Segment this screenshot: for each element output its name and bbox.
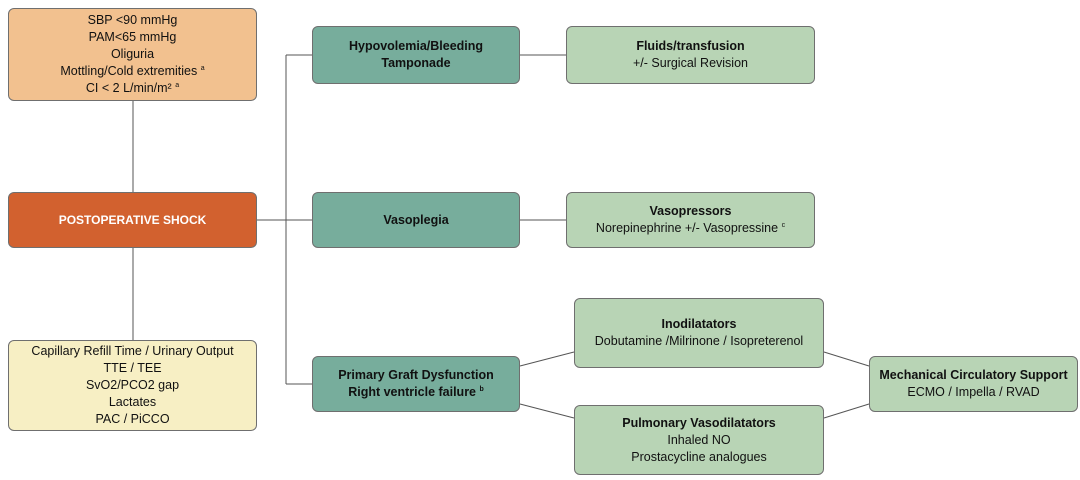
footnote-marker-c: c bbox=[781, 222, 786, 229]
pgd-title: Primary Graft Dysfunction bbox=[338, 368, 494, 382]
vasopressors-detail: Norepinephrine +/- Vasopressine bbox=[595, 221, 779, 235]
shock-title: POSTOPERATIVE SHOCK bbox=[58, 212, 207, 227]
monitoring-pac: PAC / PiCCO bbox=[95, 412, 170, 426]
pulmonary-vasodilatators-box: Pulmonary Vasodilatators Inhaled NO Pros… bbox=[574, 405, 824, 475]
vasopressors-detail-line: Norepinephrine +/- Vasopressine c bbox=[596, 220, 785, 237]
vasopressors-title: Vasopressors bbox=[649, 204, 732, 218]
pulmonary-inhaled-no: Inhaled NO bbox=[667, 432, 731, 447]
rv-failure-line: Right ventricle failure b bbox=[348, 384, 484, 401]
tamponade-title: Tamponade bbox=[381, 56, 451, 70]
connector-pgd-inodilatators bbox=[519, 351, 575, 367]
connector-inodilatators-mcs bbox=[823, 351, 870, 367]
rv-failure-text: Right ventricle failure bbox=[348, 385, 477, 399]
criteria-ci: CI < 2 L/min/m² a bbox=[86, 80, 179, 97]
monitoring-echo: TTE / TEE bbox=[103, 361, 162, 375]
hypovolemia-title: Hypovolemia/Bleeding bbox=[348, 39, 484, 53]
criteria-sbp: SBP <90 mmHg bbox=[87, 13, 178, 27]
footnote-marker-a: a bbox=[200, 65, 205, 72]
footnote-marker-b: b bbox=[479, 386, 484, 393]
mechanical-circulatory-support-box: Mechanical Circulatory Support ECMO / Im… bbox=[869, 356, 1078, 412]
fluids-transfusion-box: Fluids/transfusion +/- Surgical Revision bbox=[566, 26, 815, 84]
inodilatators-detail: Dobutamine /Milrinone / Isopreterenol bbox=[594, 334, 804, 348]
postoperative-shock-box: POSTOPERATIVE SHOCK bbox=[8, 192, 257, 248]
fluids-detail: +/- Surgical Revision bbox=[633, 56, 748, 70]
monitoring-svo2: SvO2/PCO2 gap bbox=[85, 378, 180, 392]
pulmonary-prostacycline: Prostacycline analogues bbox=[631, 449, 767, 464]
shock-criteria-box: SBP <90 mmHg PAM<65 mmHg Oliguria Mottli… bbox=[8, 8, 257, 101]
criteria-mottling-text: Mottling/Cold extremities bbox=[60, 64, 198, 78]
primary-graft-dysfunction-box: Primary Graft Dysfunction Right ventricl… bbox=[312, 356, 520, 412]
monitoring-crt: Capillary Refill Time / Urinary Output bbox=[31, 344, 234, 358]
connector-pgd-pulmonary bbox=[519, 403, 575, 419]
inodilatators-box: Inodilatators Dobutamine /Milrinone / Is… bbox=[574, 298, 824, 368]
vasoplegia-box: Vasoplegia bbox=[312, 192, 520, 248]
connector-pulmonary-mcs bbox=[823, 403, 870, 419]
vasopressors-box: Vasopressors Norepinephrine +/- Vasopres… bbox=[566, 192, 815, 248]
mcs-title: Mechanical Circulatory Support bbox=[879, 368, 1068, 382]
footnote-marker-a-ci: a bbox=[175, 82, 180, 89]
monitoring-box: Capillary Refill Time / Urinary Output T… bbox=[8, 340, 257, 431]
criteria-oliguria: Oliguria bbox=[110, 47, 155, 61]
fluids-title: Fluids/transfusion bbox=[636, 39, 745, 53]
criteria-pam: PAM<65 mmHg bbox=[88, 30, 177, 44]
pulmonary-title: Pulmonary Vasodilatators bbox=[622, 415, 776, 430]
inodilatators-title: Inodilatators bbox=[661, 317, 737, 331]
monitoring-lactates: Lactates bbox=[108, 395, 157, 409]
mcs-detail: ECMO / Impella / RVAD bbox=[907, 385, 1040, 399]
criteria-mottling: Mottling/Cold extremities a bbox=[60, 63, 204, 80]
criteria-ci-text: CI < 2 L/min/m² bbox=[85, 81, 172, 95]
hypovolemia-box: Hypovolemia/Bleeding Tamponade bbox=[312, 26, 520, 84]
vasoplegia-title: Vasoplegia bbox=[383, 212, 449, 227]
